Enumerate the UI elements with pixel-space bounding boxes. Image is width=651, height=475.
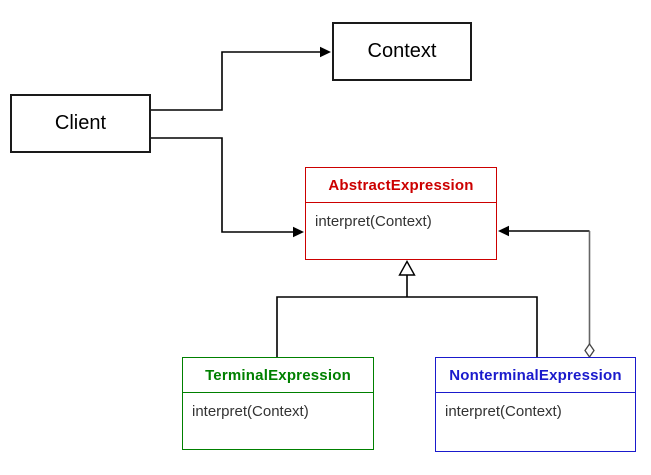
nonterminal-expression-title: NonterminalExpression [436,358,635,393]
edge-aggregation [498,225,595,359]
arrow-head-icon [320,46,331,58]
client-label: Client [54,112,107,134]
client-node: Client [10,94,151,153]
edge-client-to-abstract-expression [151,137,304,238]
context-label: Context [367,40,437,62]
abstract-expression-method: interpret(Context) [315,213,432,230]
arrow-head-icon [293,226,304,238]
edge-generalization [276,260,538,357]
context-node: Context [332,22,472,81]
inheritance-triangle-icon [398,260,416,276]
terminal-expression-node: TerminalExpression interpret(Context) [182,357,374,450]
edge-client-to-context [151,46,331,111]
terminal-expression-title: TerminalExpression [183,358,373,393]
arrow-head-icon [498,225,509,237]
terminal-expression-method: interpret(Context) [192,403,309,420]
aggregation-diamond-icon [584,342,595,359]
nonterminal-expression-method: interpret(Context) [445,403,562,420]
abstract-expression-node: AbstractExpression interpret(Context) [305,167,497,260]
nonterminal-expression-node: NonterminalExpression interpret(Context) [435,357,636,452]
abstract-expression-title: AbstractExpression [306,168,496,203]
